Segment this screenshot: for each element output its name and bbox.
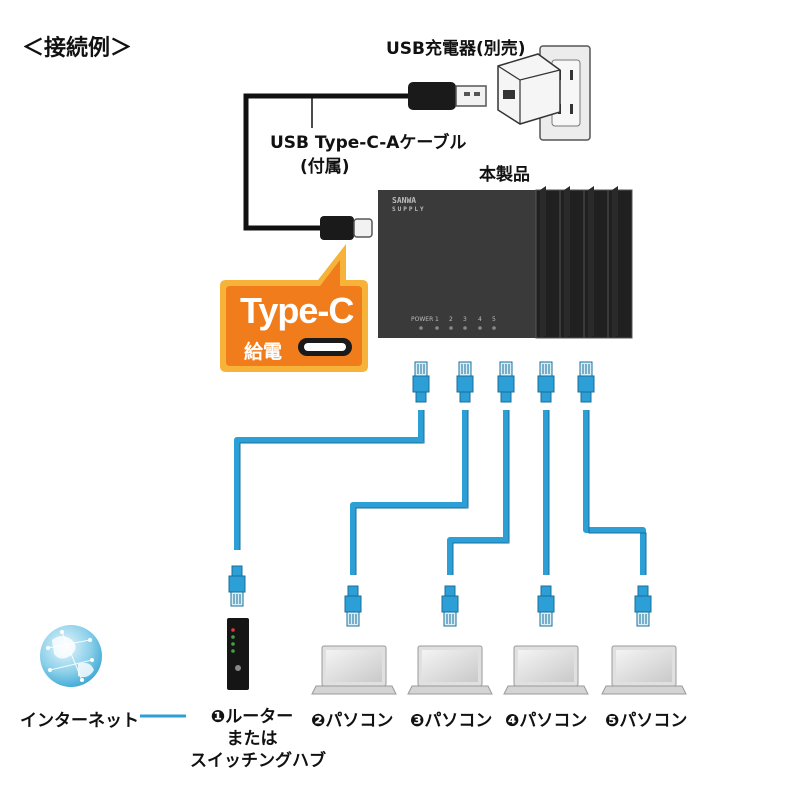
power-led-label: POWER [411,316,434,323]
device-brand: SANWA SUPPLY [392,196,426,214]
charger-label: USB充電器(別売) [386,39,526,59]
usb-a-plug-icon [408,82,487,110]
cable-label-note: (付属) [300,157,350,177]
cable-label: USB Type-C-Aケーブル [270,133,467,153]
port-led-label: 4 [478,316,482,323]
pc-label: ❹パソコン [505,711,588,731]
rj45-plug-icon [577,361,595,403]
laptop-icon [601,645,687,695]
pc-label: ❺パソコン [605,711,688,731]
internet-label: インターネット [20,711,139,731]
device-brand-line: SANWA [392,196,417,205]
router-label-line: ❶ルーター [210,707,294,727]
rj45-plug-icon [344,585,362,627]
diagram-title: ＜接続例＞ [22,36,133,61]
usb-charger-icon [497,53,561,125]
port-led-label: 5 [492,316,496,323]
laptop-icon [311,645,397,695]
lan-cables [234,410,646,575]
lan-cables-outline [239,410,647,575]
port-led-label: 1 [435,316,439,323]
router-label: ❶ルーター または スイッチングハブ [190,706,326,772]
rj45-plug-icon [497,361,515,403]
pc-label: ❸パソコン [410,711,493,731]
type-c-badge [220,244,368,372]
rj45-plug-icon [228,565,246,607]
rj45-plug-icon [441,585,459,627]
port-led-label: 3 [463,316,467,323]
router-label-line: スイッチングハブ [190,751,326,771]
rj45-plug-icon [537,361,555,403]
rj45-plug-icon [537,585,555,627]
badge-type-c-text: Type-C [240,290,354,331]
router-label-line: または [226,729,278,749]
switch-device [378,186,633,339]
pc-label: ❷パソコン [311,711,394,731]
product-label: 本製品 [479,165,530,185]
rj45-plug-icon [412,361,430,403]
globe-icon [40,625,102,687]
usb-c-plug-icon [320,216,373,240]
badge-power-text: 給電 [244,341,283,363]
port-led-label: 2 [449,316,453,323]
rj45-plug-icon [456,361,474,403]
rj45-plug-icon [634,585,652,627]
router-icon [227,618,249,690]
usb-cable [243,93,410,231]
device-brand-line: SUPPLY [392,206,426,213]
laptop-icon [503,645,589,695]
laptop-icon [407,645,493,695]
